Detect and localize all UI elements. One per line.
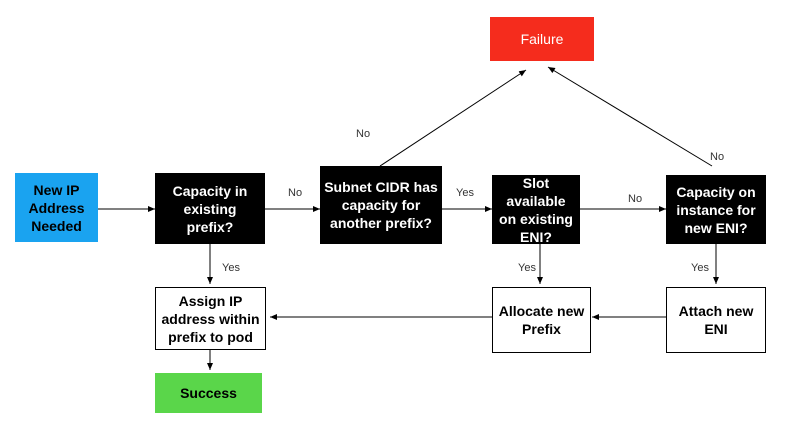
new-ip-address-node: New IP Address Needed (15, 173, 98, 242)
assign-ip-node: Assign IP address within prefix to pod (155, 287, 266, 350)
edge-label-no-capacity: No (288, 187, 303, 199)
success-node: Success (155, 373, 262, 413)
slot-available-label: Slot available on existing ENI? (499, 174, 573, 245)
edge-label-no-subnet: No (356, 128, 371, 140)
attach-eni-node: Attach new ENI (666, 287, 766, 353)
subnet-cidr-label: Subnet CIDR has capacity for another pre… (324, 179, 438, 231)
assign-ip-label: Assign IP address within prefix to pod (161, 292, 260, 345)
capacity-on-instance-label: Capacity on instance for new ENI? (676, 183, 756, 236)
new-ip-address-label: New IP Address Needed (28, 181, 85, 234)
capacity-in-prefix-label: Capacity in existing prefix? (172, 182, 248, 235)
failure-label: Failure (520, 31, 564, 47)
capacity-in-prefix-decision: Capacity in existing prefix? (155, 173, 265, 244)
edge-label-no-slot: No (628, 193, 643, 205)
arrow-subnet-to-failure (379, 69, 527, 167)
edge-label-yes-capacity: Yes (222, 262, 240, 274)
allocate-prefix-label: Allocate new Prefix (498, 303, 585, 337)
edge-label-no-instance: No (710, 151, 725, 163)
success-label: Success (180, 385, 237, 401)
attach-eni-label: Attach new ENI (678, 303, 754, 337)
edge-label-yes-subnet: Yes (456, 187, 474, 199)
edge-label-yes-slot: Yes (518, 262, 536, 274)
slot-available-decision: Slot available on existing ENI? (492, 174, 580, 245)
capacity-on-instance-decision: Capacity on instance for new ENI? (666, 175, 766, 244)
edge-label-yes-instance: Yes (691, 262, 709, 274)
subnet-cidr-decision: Subnet CIDR has capacity for another pre… (320, 166, 442, 244)
arrow-capacity-instance-to-failure (547, 66, 713, 167)
allocate-prefix-node: Allocate new Prefix (492, 287, 591, 353)
failure-node: Failure (490, 17, 594, 61)
